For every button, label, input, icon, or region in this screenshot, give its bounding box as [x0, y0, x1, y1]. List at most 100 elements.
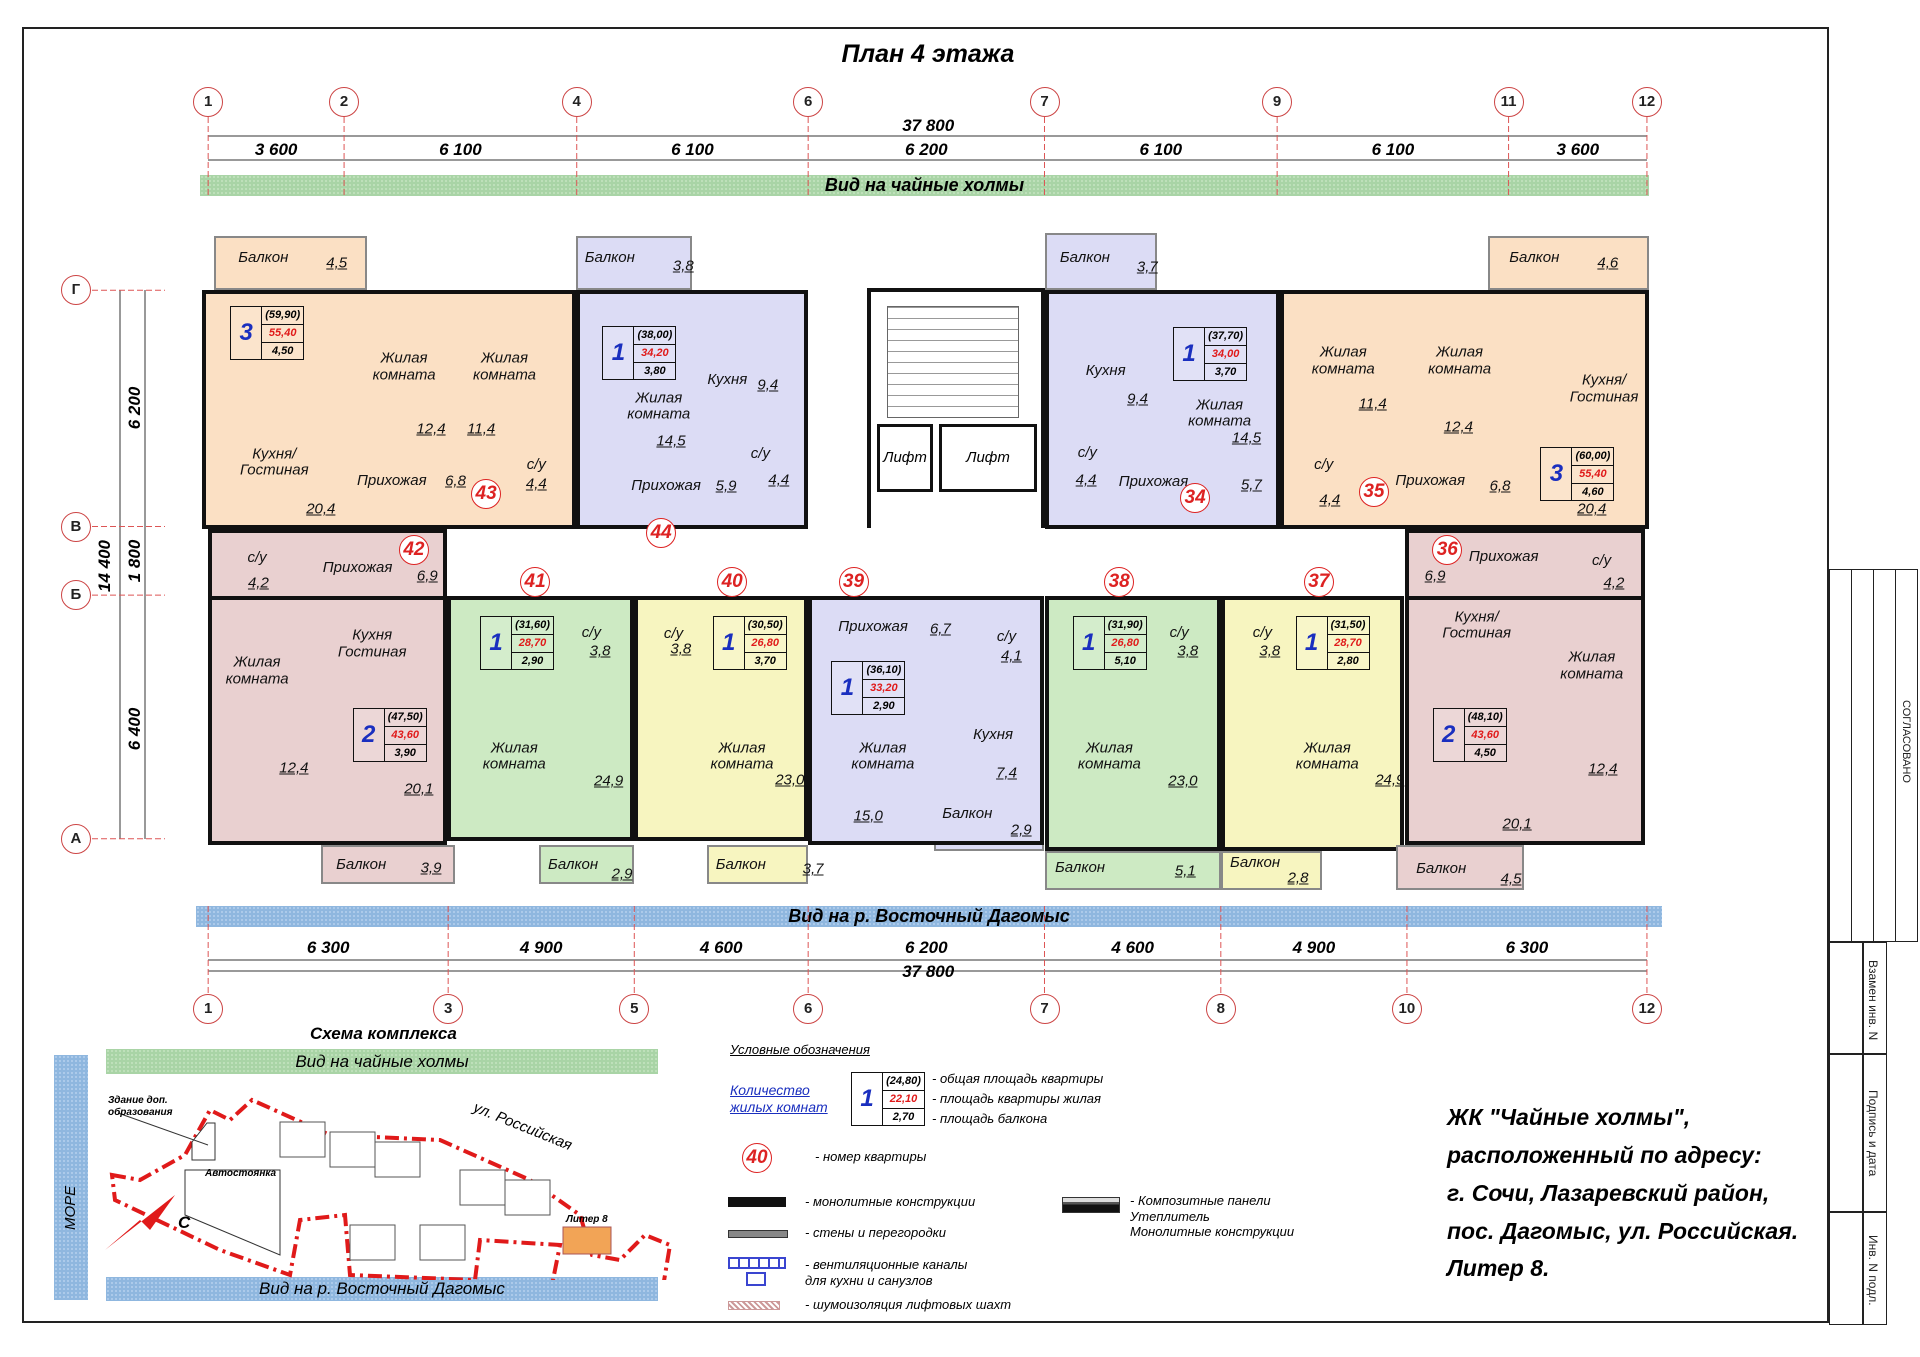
room-count: 1: [714, 616, 745, 669]
dimension-segment: 6 300: [1505, 938, 1549, 957]
room-area: 4,1: [1000, 647, 1022, 665]
room-label: Прихожая: [631, 476, 701, 494]
stamp-replace-box: [1829, 942, 1863, 1054]
room-area: 23,0: [1168, 772, 1198, 790]
balcony: [575, 236, 692, 291]
staircase: [887, 306, 1019, 418]
room-label: Кухня: [973, 725, 1014, 743]
room-label: с/у: [1314, 456, 1334, 474]
room-area: 12,4: [1588, 760, 1618, 778]
room-label: Жилая комната: [1428, 343, 1492, 378]
legend-composite-swatch: [1062, 1197, 1120, 1213]
address-line-1: ЖК "Чайные холмы",: [1447, 1104, 1691, 1130]
room-count: 2: [1434, 708, 1465, 761]
dimension-segment-vertical: 6 200: [124, 386, 144, 430]
room-area: 3,7: [802, 860, 824, 878]
dimension-segment: 6 100: [1139, 139, 1183, 159]
address-line-2: расположенный по адресу:: [1447, 1142, 1762, 1168]
legend-vent-swatch-small: [746, 1272, 766, 1286]
room-area: 4,5: [1500, 870, 1522, 888]
axis-marker: 4: [561, 86, 592, 117]
lift-2: Лифт: [939, 424, 1037, 492]
school-building: [191, 1122, 216, 1161]
axis-marker: В: [60, 511, 91, 542]
apartment-42: [208, 596, 447, 845]
room-count: 1: [1074, 616, 1105, 669]
axis-marker: 8: [1205, 994, 1236, 1024]
room-label: Балкон: [584, 249, 635, 267]
room-area: 3,8: [589, 642, 611, 660]
room-area: 4,4: [1319, 491, 1341, 509]
apartment-40: [634, 596, 809, 842]
apartment-number: 43: [471, 478, 502, 509]
axis-marker: Б: [60, 580, 91, 611]
legend-monolith-swatch: [728, 1197, 786, 1207]
balcony: [1395, 844, 1525, 891]
axis-marker: 7: [1029, 994, 1060, 1024]
dimension-segment: 6 200: [905, 139, 948, 159]
room-area: 6,8: [1489, 477, 1511, 495]
legend-rooms-label: Количество жилых комнат: [730, 1082, 828, 1115]
room-label: Балкон: [1416, 860, 1467, 878]
balcony-area: 2,90: [873, 700, 895, 713]
balcony: [1220, 851, 1323, 891]
room-area: 9,4: [757, 376, 779, 393]
axis-marker: 12: [1631, 994, 1662, 1024]
total-area: (31,50): [1327, 617, 1369, 635]
room-area: 5,7: [1240, 476, 1262, 494]
room-area: 12,4: [1443, 418, 1473, 436]
axis-marker: 2: [329, 86, 360, 117]
view-band-top: Вид на чайные холмы: [200, 175, 1649, 196]
building: [329, 1131, 376, 1168]
room-area: 3,8: [672, 257, 694, 275]
room-label: Балкон: [548, 855, 599, 873]
dimension-total: 37 800: [902, 116, 955, 136]
room-label: Прихожая: [1118, 473, 1189, 491]
apartment-39: [808, 596, 1045, 845]
balcony: [1487, 236, 1650, 291]
scheme-sea: [54, 1055, 88, 1300]
balcony: [706, 844, 809, 885]
balcony-area: 4,60: [1582, 485, 1604, 498]
balcony-area: 5,10: [1114, 654, 1136, 667]
balcony-area: 2,90: [521, 654, 544, 667]
apartment-number: 34: [1180, 483, 1211, 514]
room-label: Кухня/ Гостиная: [1569, 371, 1639, 406]
scheme-map: [105, 1097, 673, 1280]
apartment-43: [202, 290, 576, 529]
room-label: с/у: [996, 627, 1017, 645]
building: [349, 1224, 396, 1261]
room-area: 2,8: [1287, 869, 1309, 887]
room-area: 15,0: [853, 807, 883, 824]
room-area: 14,5: [656, 432, 686, 450]
room-label: с/у: [750, 445, 770, 463]
legend-apt-number-desc: - номер квартиры: [815, 1149, 927, 1164]
legend-vent-swatch: [728, 1257, 786, 1269]
room-area: 4,4: [525, 475, 547, 493]
room-area: 2,9: [611, 865, 633, 883]
axis-marker: 5: [619, 994, 650, 1024]
room-label: Жилая комната: [710, 739, 774, 773]
total-area: (48,10): [1464, 709, 1506, 727]
room-label: Прихожая: [1468, 547, 1539, 565]
axis-marker: 1: [193, 994, 224, 1024]
room-count: 3: [231, 307, 263, 360]
apartment-38: [1044, 596, 1221, 851]
balcony-area: 4,50: [1474, 746, 1496, 759]
balcony: [214, 236, 368, 291]
living-area: 33,20: [863, 680, 905, 699]
total-area: (37,70): [1205, 328, 1247, 346]
page-title: План 4 этажа: [841, 40, 1015, 68]
room-label: Балкон: [238, 249, 289, 267]
scheme-liter-label: Литер 8: [566, 1214, 608, 1225]
address-line-3: г. Сочи, Лазаревский район,: [1447, 1180, 1770, 1206]
room-label: Жилая комната: [482, 739, 546, 773]
scheme-view-bottom: Вид на р. Восточный Дагомыс: [106, 1277, 658, 1301]
room-label: Жилая комната: [1560, 648, 1624, 683]
address-line-4: пос. Дагомыс, ул. Российская.: [1447, 1218, 1799, 1244]
balcony: [1044, 232, 1158, 291]
legend-composite-desc: - Композитные панели Утеплитель Монолитн…: [1130, 1193, 1295, 1240]
